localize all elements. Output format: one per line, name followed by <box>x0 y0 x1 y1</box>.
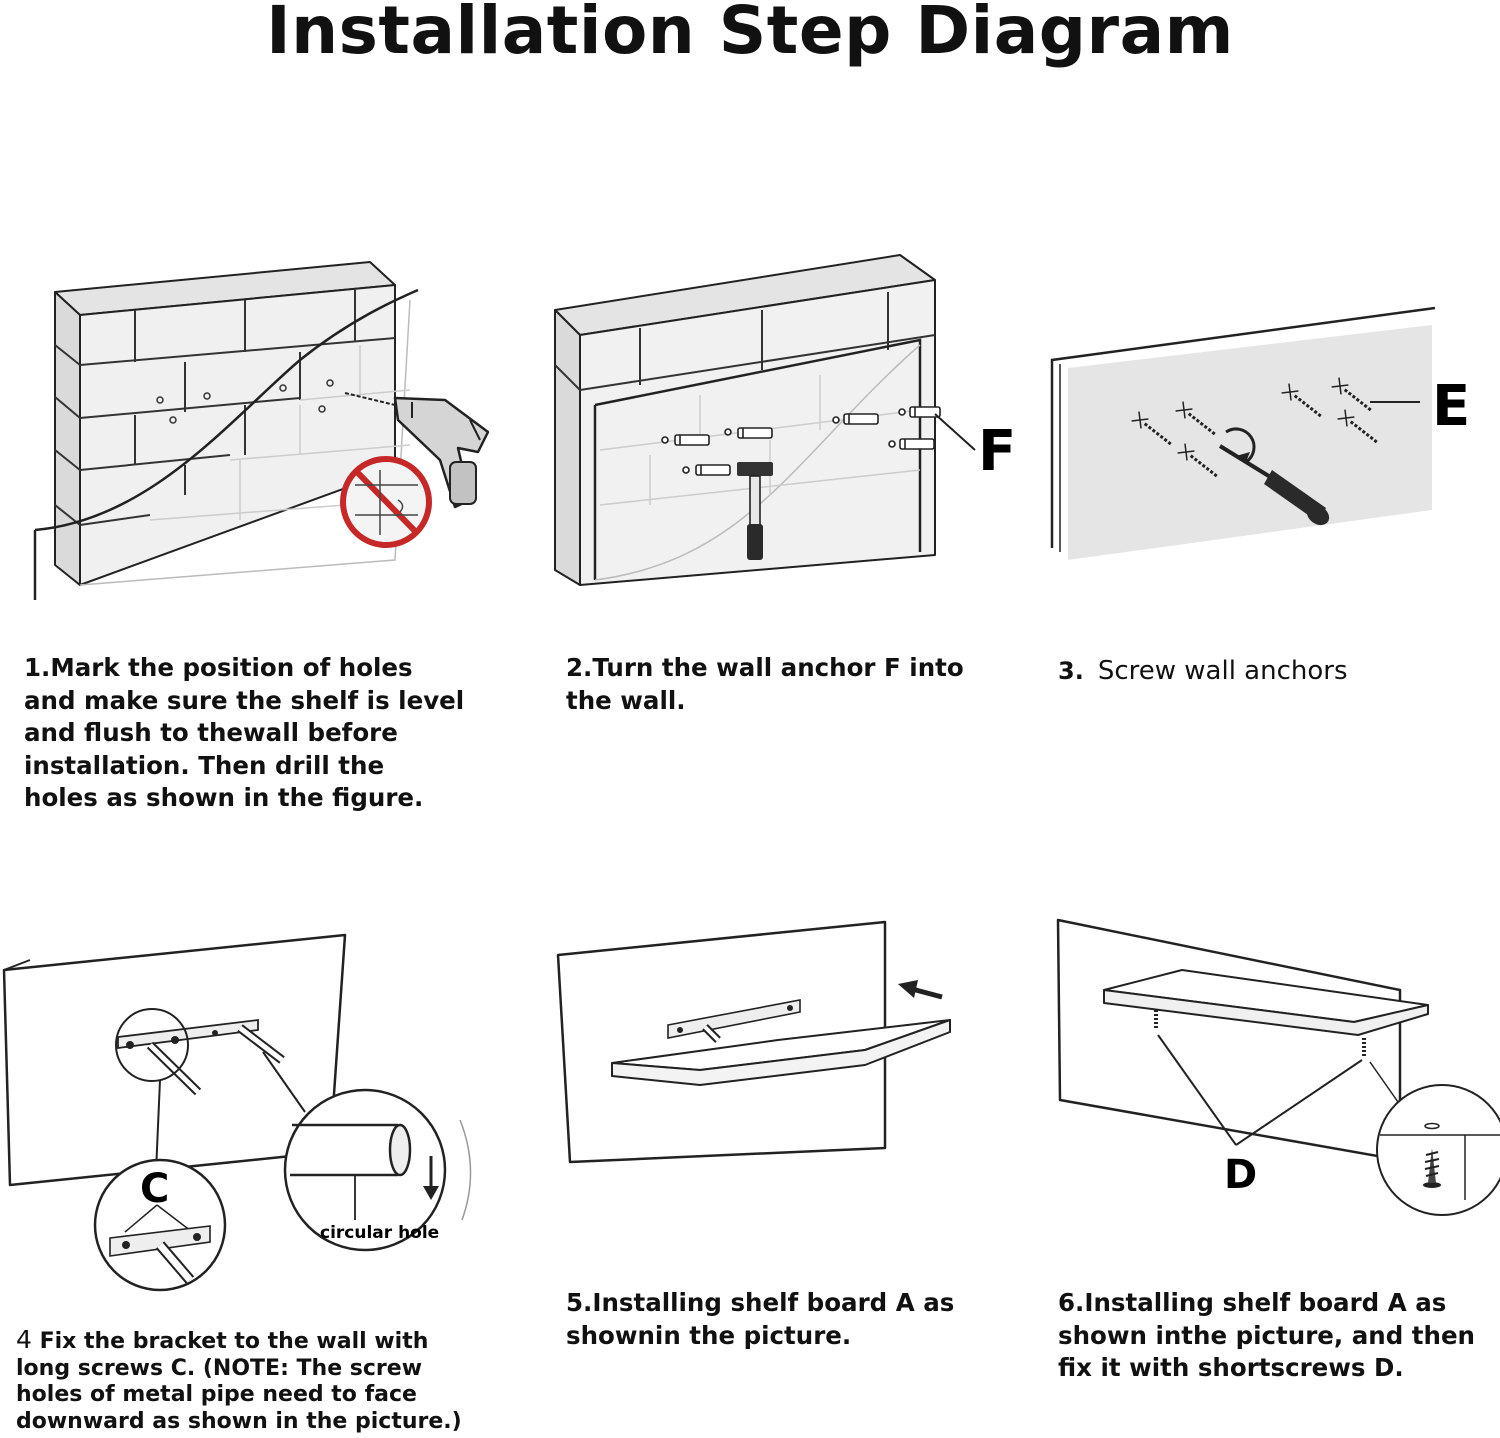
caption-line: installation. Then drill the <box>24 750 385 780</box>
caption-line: shownin the picture. <box>566 1320 852 1350</box>
step-3-illustration: E <box>1040 0 1500 620</box>
caption-line: downward as shown in the picture.) <box>16 1408 462 1434</box>
screw-icon <box>1423 1148 1441 1188</box>
caption-line: holes as shown in the figure. <box>24 783 424 812</box>
step-4-caption: 4 Fix the bracket to the wall with long … <box>16 1325 462 1435</box>
caption-line: Screw wall anchors <box>1097 656 1348 686</box>
wall-anchors <box>661 406 941 476</box>
shelf-slide-illustration <box>556 920 951 1164</box>
wall-anchor-hammer-illustration: F <box>554 254 1016 586</box>
screws <box>1131 377 1379 478</box>
step-1-illustration <box>0 0 500 620</box>
step-number: 4 <box>16 1325 32 1354</box>
step-5-caption: 5.Installing shelf board A as shownin th… <box>566 1287 954 1352</box>
step-number: 3. <box>1058 657 1084 685</box>
page-title: Installation Step Diagram <box>266 0 1234 69</box>
caption-line: long screws C. (NOTE: The screw <box>16 1355 423 1381</box>
caption-line: 6.Installing shelf board A as <box>1058 1288 1447 1317</box>
caption-line: 5.Installing shelf board A as <box>566 1288 955 1317</box>
step-2-illustration: F <box>500 0 1040 620</box>
caption-line: 2.Turn the wall anchor F into <box>566 653 964 682</box>
circular-hole-label: circular hole <box>320 1223 439 1243</box>
caption-line: the wall. <box>566 685 686 715</box>
part-label-e: E <box>1432 374 1470 439</box>
screwdriver-icon <box>1218 427 1330 526</box>
caption-line: and flush to thewall before <box>24 718 398 747</box>
screw-anchors-illustration: E <box>1050 306 1470 560</box>
caption-line: 1.Mark the position of holes <box>24 653 413 682</box>
hammer-icon <box>737 462 773 560</box>
step-4-illustration: C circular hole <box>0 900 500 1320</box>
step-2-caption: 2.Turn the wall anchor F into the wall. <box>566 652 964 717</box>
caption-line: Fix the bracket to the wall with <box>39 1329 429 1354</box>
part-label-f: F <box>978 419 1016 484</box>
step-5-illustration <box>500 900 1040 1280</box>
arrow-left-icon <box>898 980 918 998</box>
part-label-d: D <box>1224 1152 1257 1198</box>
caption-line: holes of metal pipe need to face <box>16 1382 417 1407</box>
caption-line: and make sure the shelf is level <box>24 685 465 715</box>
bracket-mount-illustration: C circular hole <box>2 933 472 1292</box>
shelf-screw-illustration: D <box>1056 918 1500 1216</box>
arrow-down-icon <box>423 1186 439 1200</box>
brick-wall-drill-illustration <box>33 261 490 600</box>
part-label-c: C <box>140 1166 169 1212</box>
step-3-caption: 3. Screw wall anchors <box>1058 655 1348 688</box>
step-1-caption: 1.Mark the position of holes and make su… <box>24 652 464 815</box>
drill-icon <box>344 392 490 509</box>
step-6-illustration: D <box>1040 900 1500 1280</box>
step-6-caption: 6.Installing shelf board A as shown inth… <box>1058 1287 1475 1385</box>
caption-line: fix it with shortscrews D. <box>1058 1353 1404 1382</box>
prohibited-icon <box>340 456 432 548</box>
caption-line: shown inthe picture, and then <box>1058 1320 1476 1350</box>
